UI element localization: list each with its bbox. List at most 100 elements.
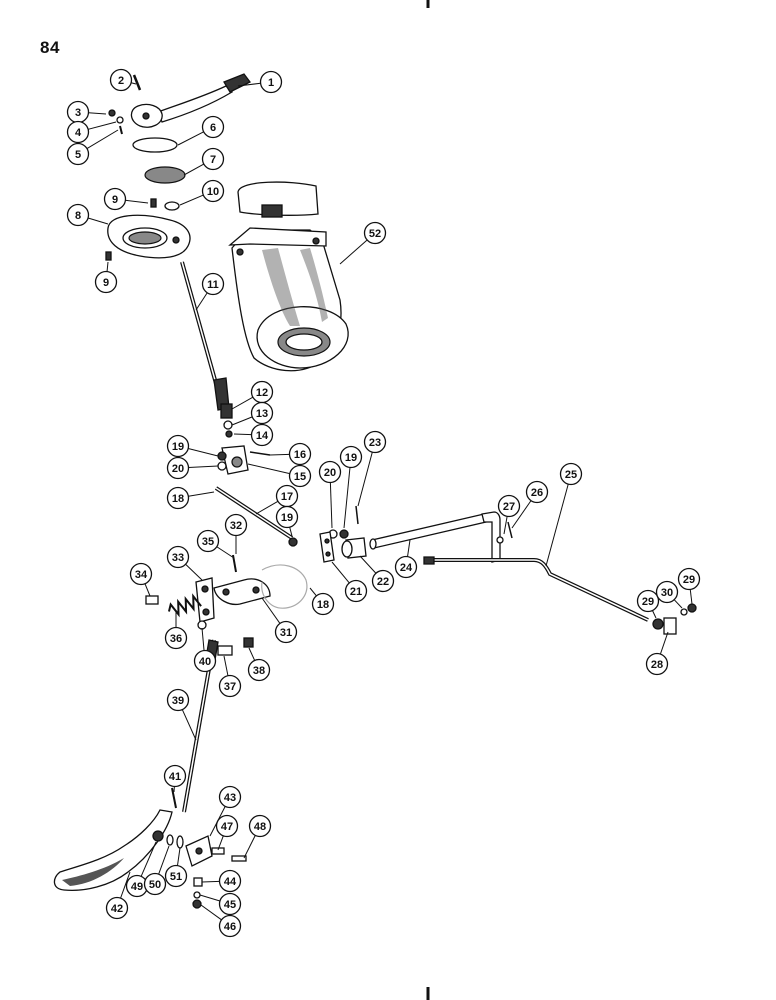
callout-circle: [166, 434, 190, 458]
callout-label: 1: [268, 77, 274, 89]
callout-5: 5: [66, 142, 90, 166]
callout-44: 44: [218, 869, 242, 893]
spring-36: [167, 593, 202, 618]
leader-line-4: [88, 121, 117, 130]
leader-line-24: [407, 539, 411, 557]
nut-38: [243, 637, 254, 648]
callout-circle: [318, 460, 342, 484]
callout-label: 29: [683, 574, 695, 586]
callout-label: 21: [350, 586, 362, 598]
callout-circle: [339, 445, 363, 469]
bolt-9b: [105, 251, 112, 261]
callout-1: 1: [259, 70, 283, 94]
callout-45: 45: [218, 892, 242, 916]
bushing-49: [152, 830, 164, 842]
callout-29: 29: [636, 589, 660, 613]
callout-label: 23: [369, 437, 381, 449]
bolt-44: [193, 877, 203, 887]
callout-label: 38: [253, 665, 265, 677]
callout-circle: [274, 620, 298, 644]
cover-plate: [107, 214, 191, 259]
callout-circle: [129, 562, 153, 586]
pedal-bracket: [185, 835, 213, 867]
callout-circle: [164, 626, 188, 650]
callout-30: 30: [655, 580, 679, 604]
parts-drawing: [53, 73, 697, 909]
callout-33: 33: [166, 545, 190, 569]
callout-circle: [247, 658, 271, 682]
nut-14: [225, 430, 233, 438]
bolt-34: [145, 595, 159, 605]
callout-2: 2: [109, 68, 133, 92]
callout-32: 32: [224, 513, 248, 537]
callout-21: 21: [344, 579, 368, 603]
callout-circle: [250, 423, 274, 447]
callout-label: 2: [118, 75, 124, 87]
callout-20: 20: [166, 456, 190, 480]
callout-label: 46: [224, 921, 236, 933]
callout-label: 41: [169, 771, 181, 783]
pin-23: [355, 505, 359, 525]
callout-label: 35: [202, 536, 214, 548]
callout-circle: [344, 579, 368, 603]
callout-label: 26: [531, 487, 543, 499]
callout-circle: [66, 142, 90, 166]
callout-48: 48: [248, 814, 272, 838]
pin-47: [211, 847, 225, 855]
leader-line-10: [179, 194, 204, 206]
callout-29: 29: [677, 567, 701, 591]
washer-27: [496, 536, 504, 544]
washer-40: [197, 620, 207, 630]
callout-13: 13: [250, 401, 274, 425]
callout-label: 18: [172, 493, 184, 505]
callout-circle: [163, 764, 187, 788]
nut-19a: [217, 451, 227, 461]
callout-circle: [288, 442, 312, 466]
pin-5: [119, 125, 123, 135]
callout-circle: [275, 505, 299, 529]
callout-circle: [363, 221, 387, 245]
callout-circle: [143, 872, 167, 896]
callout-circle: [311, 592, 335, 616]
callout-label: 47: [221, 821, 233, 833]
leader-line-21: [331, 561, 350, 584]
callout-label: 19: [172, 441, 184, 453]
callout-circle: [525, 480, 549, 504]
nut-29b: [687, 603, 697, 613]
callout-circle: [559, 462, 583, 486]
callout-16: 16: [288, 442, 312, 466]
callout-circle: [288, 464, 312, 488]
callout-35: 35: [196, 529, 220, 553]
callout-label: 7: [210, 154, 216, 166]
spring-12: [220, 403, 233, 419]
leader-line-39: [181, 709, 197, 741]
bushing-22: [341, 537, 367, 559]
callout-label: 48: [254, 821, 266, 833]
callout-circle: [218, 892, 242, 916]
washer-20a: [217, 461, 227, 471]
callout-label: 12: [256, 387, 268, 399]
leader-line-44: [201, 880, 220, 883]
clevis-28: [663, 617, 677, 635]
washer-51: [176, 835, 184, 849]
cross-shaft: [369, 511, 501, 563]
callout-label: 30: [661, 587, 673, 599]
roll-pin: [132, 74, 142, 91]
transmission-housing: [228, 181, 349, 372]
cotter-pin-26: [507, 521, 513, 539]
callout-8: 8: [66, 203, 90, 227]
callout-label: 40: [199, 656, 211, 668]
callout-label: 33: [172, 552, 184, 564]
callout-label: 32: [230, 520, 242, 532]
leader-line-48: [243, 835, 256, 859]
leader-line-20: [329, 482, 333, 529]
leader-line-2: [131, 82, 137, 85]
page-number: 84: [40, 38, 60, 57]
leader-line-18: [188, 491, 215, 497]
leader-line-37: [223, 655, 229, 676]
callout-circle: [166, 545, 190, 569]
leader-line-17: [255, 500, 279, 515]
clevis-bracket-21: [319, 531, 335, 563]
leader-line-33: [185, 563, 203, 581]
callout-43: 43: [218, 785, 242, 809]
